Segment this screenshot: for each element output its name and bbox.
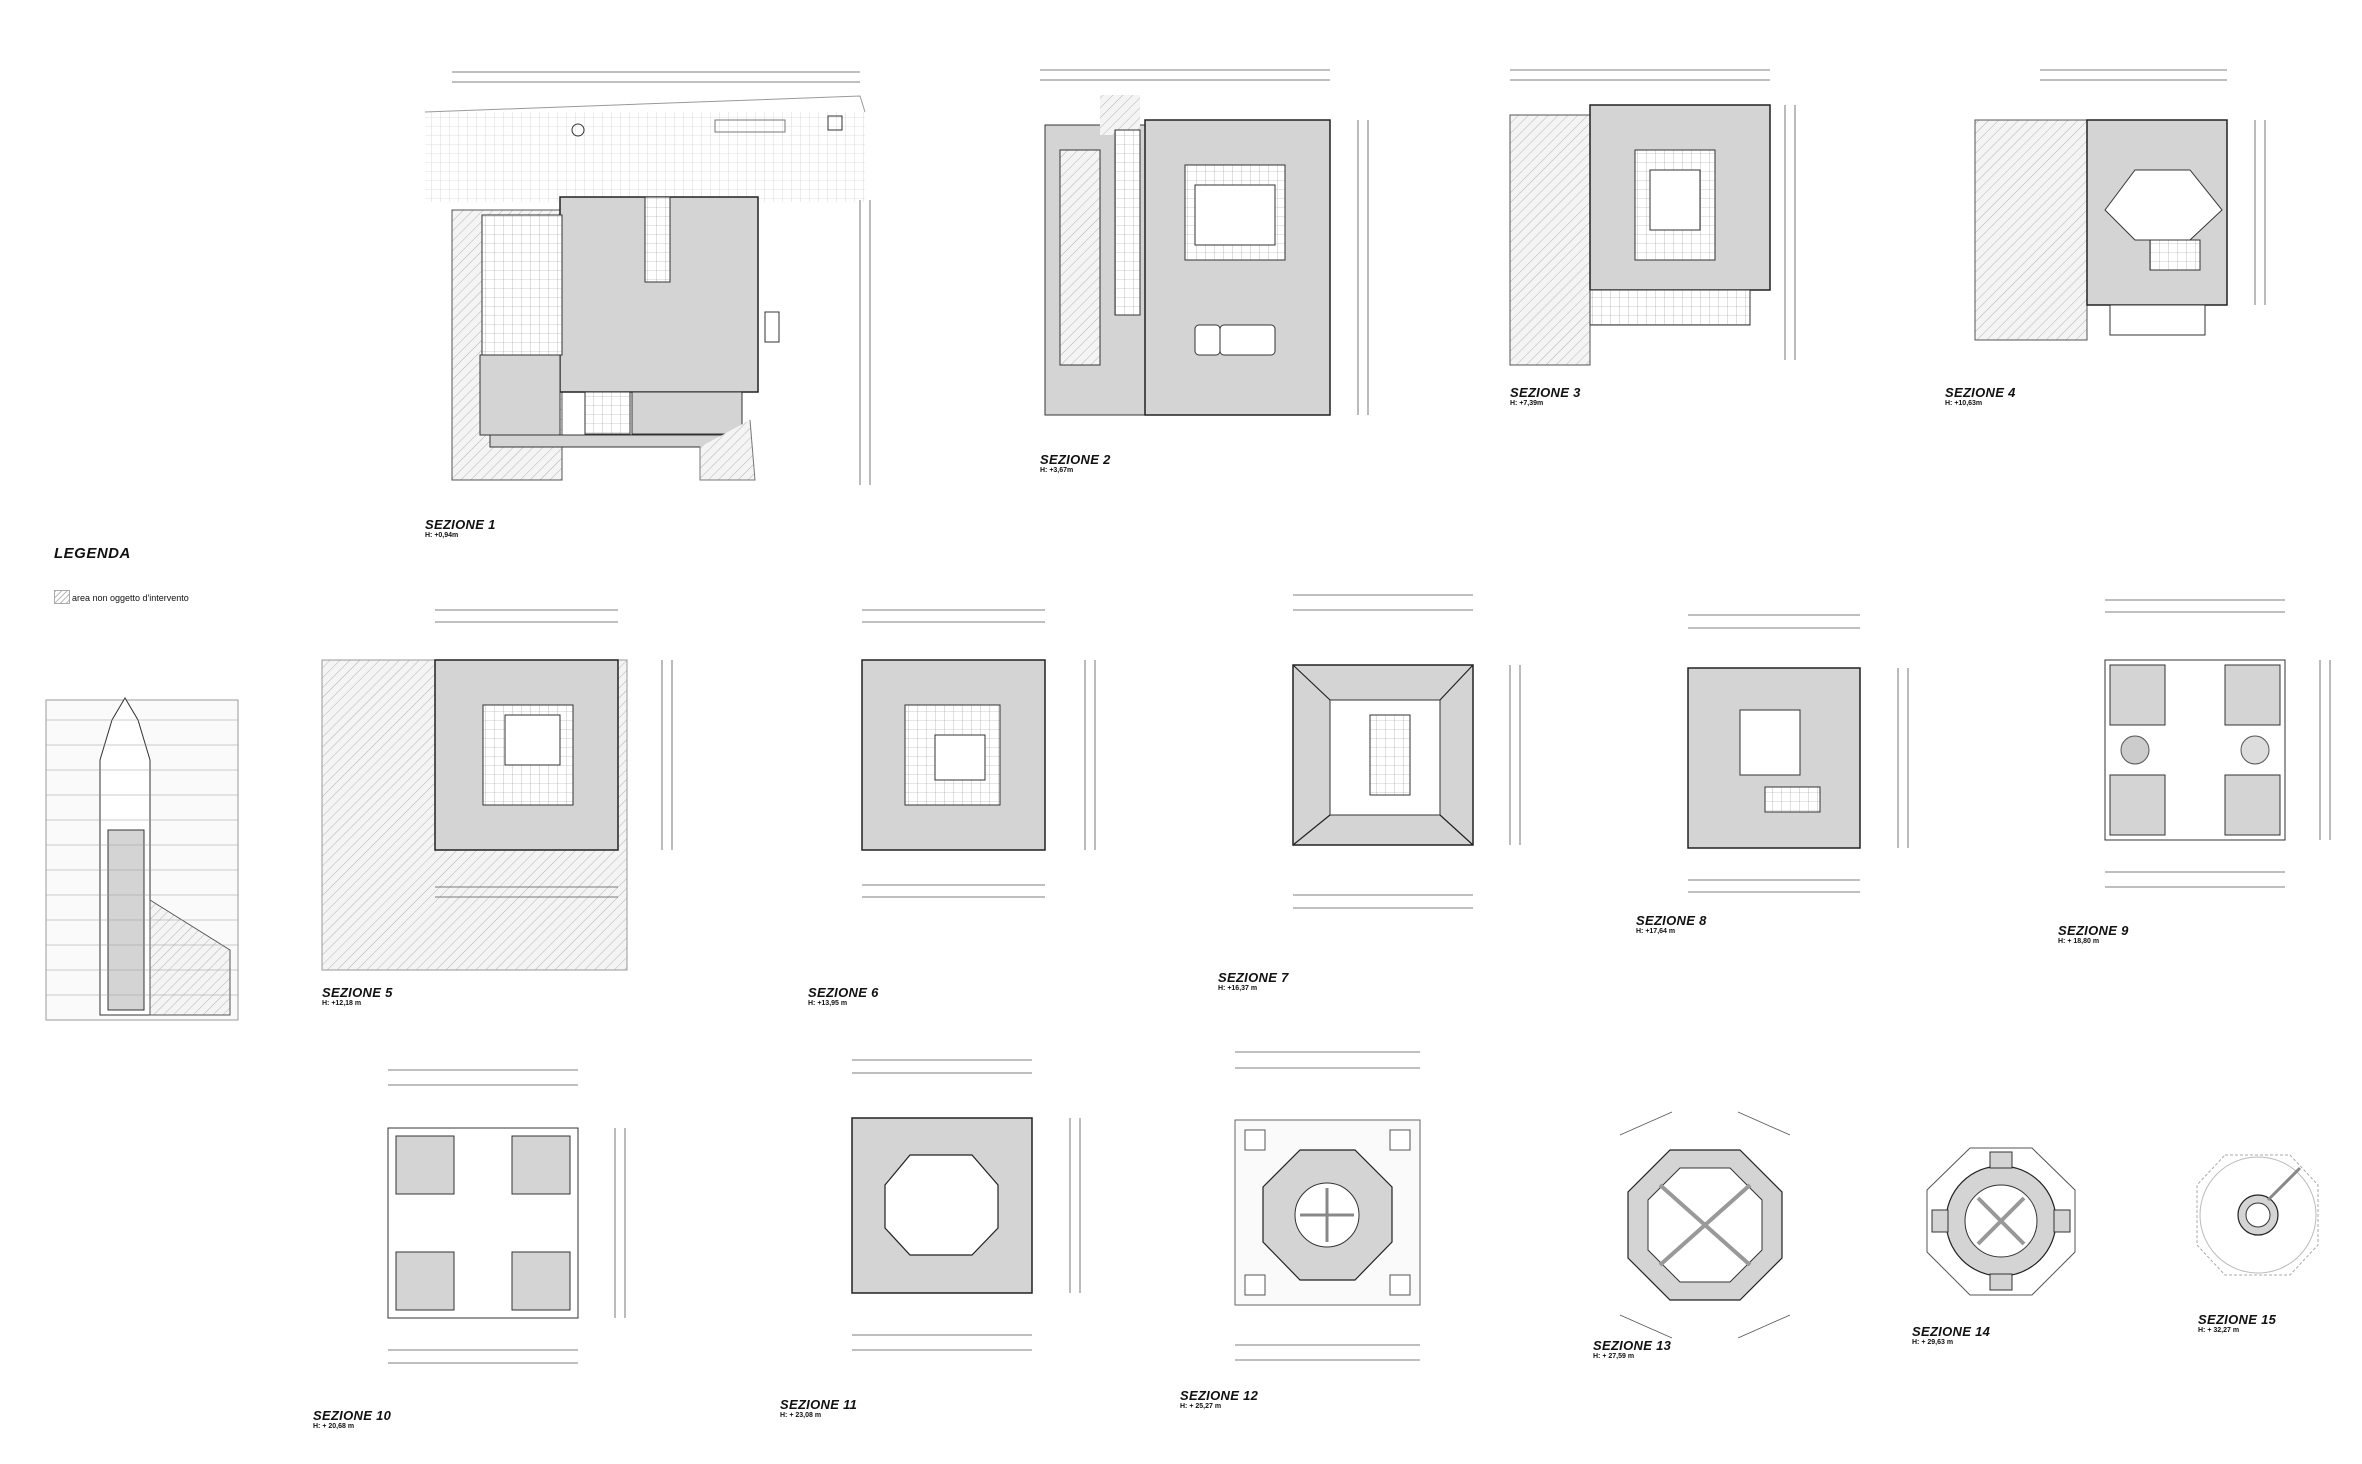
- section-title-4: SEZIONE 4: [1945, 385, 2016, 400]
- section-title-1: SEZIONE 1: [425, 517, 496, 532]
- section-height-13: H: + 27,59 m: [1593, 1353, 1635, 1360]
- section-title-7: SEZIONE 7: [1218, 970, 1289, 985]
- plan-sezione-9: [2104, 599, 2331, 888]
- section-title-8: SEZIONE 8: [1636, 913, 1707, 928]
- section-height-15: H: + 32,27 m: [2198, 1327, 2240, 1334]
- section-title-6: SEZIONE 6: [808, 985, 879, 1000]
- plan-sezione-4: [1974, 69, 2266, 341]
- section-title-3: SEZIONE 3: [1510, 385, 1581, 400]
- section-height-14: H: + 29,63 m: [1912, 1339, 1954, 1346]
- section-title-12: SEZIONE 12: [1180, 1388, 1259, 1403]
- plan-sezione-11: [851, 1059, 1081, 1351]
- section-title-14: SEZIONE 14: [1912, 1324, 1991, 1339]
- plan-sezione-15: [2196, 1154, 2319, 1276]
- plan-sezione-7: [1292, 594, 1521, 909]
- plan-sezione-5: [321, 609, 673, 971]
- section-height-12: H: + 25,27 m: [1180, 1403, 1222, 1410]
- section-title-15: SEZIONE 15: [2198, 1312, 2277, 1327]
- plan-sezione-1: [424, 71, 871, 485]
- section-height-3: H: +7,39m: [1510, 400, 1544, 407]
- plan-sezione-3: [1509, 69, 1796, 366]
- section-height-2: H: +3,67m: [1040, 467, 1074, 474]
- legend-item-label: area non oggetto d'intervento: [72, 593, 189, 603]
- section-height-11: H: + 23,08 m: [780, 1412, 822, 1419]
- plan-sezione-2: [1040, 69, 1369, 416]
- section-height-5: H: +12,18 m: [322, 1000, 362, 1007]
- section-height-9: H: + 18,80 m: [2058, 938, 2100, 945]
- plan-sezione-8: [1687, 614, 1909, 893]
- plan-sezione-6: [861, 609, 1096, 898]
- legend-swatch-hatch: [54, 590, 70, 604]
- section-height-8: H: +17,64 m: [1636, 928, 1676, 935]
- section-title-10: SEZIONE 10: [313, 1408, 392, 1423]
- legend-title: LEGENDA: [54, 545, 131, 562]
- section-title-9: SEZIONE 9: [2058, 923, 2129, 938]
- plan-sezione-10: [387, 1069, 626, 1364]
- plan-sezione-12: [1234, 1051, 1421, 1361]
- section-title-13: SEZIONE 13: [1593, 1338, 1672, 1353]
- section-height-7: H: +16,37 m: [1218, 985, 1258, 992]
- plan-sezione-13: [1619, 1111, 1791, 1339]
- section-height-1: H: +0,94m: [425, 532, 459, 539]
- tower-elevation: [45, 697, 239, 1021]
- section-title-2: SEZIONE 2: [1040, 452, 1111, 467]
- section-height-4: H: +10,63m: [1945, 400, 1983, 407]
- section-title-5: SEZIONE 5: [322, 985, 393, 1000]
- section-height-6: H: +13,95 m: [808, 1000, 848, 1007]
- plan-sezione-14: [1926, 1147, 2076, 1296]
- section-height-10: H: + 20,68 m: [313, 1423, 355, 1430]
- section-title-11: SEZIONE 11: [780, 1397, 858, 1412]
